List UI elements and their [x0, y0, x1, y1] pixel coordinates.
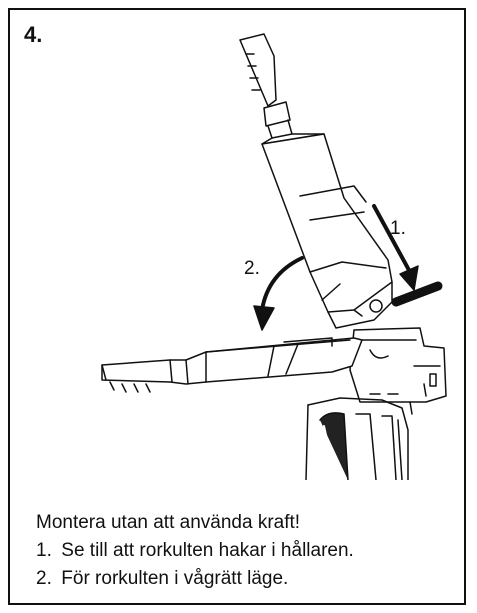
motor-bracket [305, 397, 409, 480]
tiller-illustration: 1. 2. [101, 33, 447, 480]
instruction-card: 4. [8, 8, 466, 605]
callout-2: 2. [244, 258, 260, 279]
arrow-push-down [372, 204, 443, 307]
arrow-rotate-down [253, 256, 304, 331]
instructions-heading: Montera utan att använda kraft! [36, 512, 301, 533]
list-item-text: För rorkulten i vågrätt läge. [61, 568, 289, 589]
instructions: Montera utan att använda kraft! 1. Se ti… [36, 509, 354, 593]
motor-housing [349, 327, 447, 415]
list-item: 1. Se till att rorkulten hakar i hållare… [36, 537, 354, 565]
tiller-horizontal [101, 337, 363, 393]
callout-1: 1. [390, 218, 406, 239]
list-item: 2. För rorkulten i vågrätt läge. [36, 565, 354, 593]
list-item-text: Se till att rorkulten hakar i hållaren. [61, 540, 354, 561]
step-number: 4. [24, 22, 43, 47]
list-item-number: 1. [36, 540, 52, 561]
tiller-tilted [239, 33, 393, 329]
list-item-number: 2. [36, 568, 52, 589]
